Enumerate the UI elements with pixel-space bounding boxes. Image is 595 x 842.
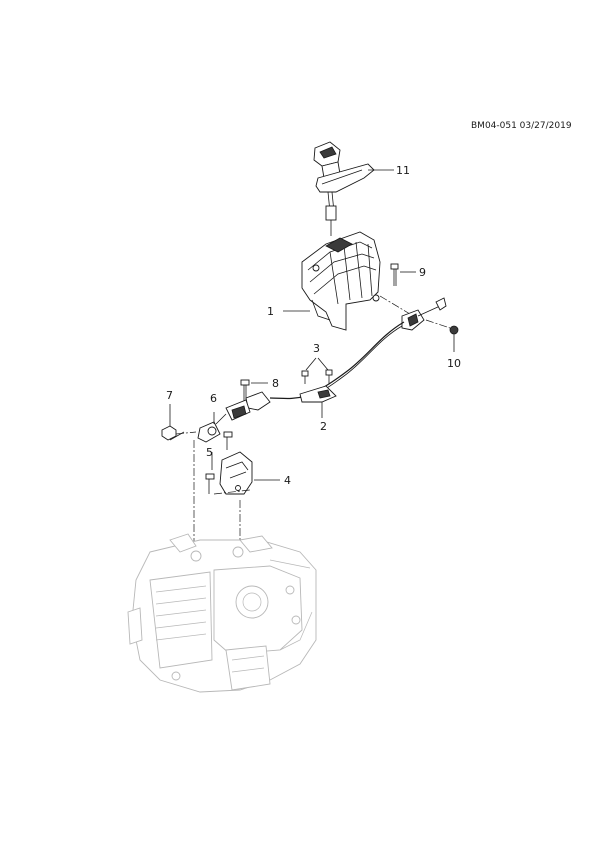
part-1-shifter-housing <box>283 231 411 331</box>
transmission-assembly-ghost <box>127 533 317 693</box>
callout-7: 7 <box>166 389 173 402</box>
part-8-bolt <box>240 379 268 402</box>
callout-2: 2 <box>320 420 327 433</box>
part-7-nut <box>161 404 197 441</box>
part-9-bolt <box>390 263 416 286</box>
part-2-shift-cable <box>269 321 405 418</box>
callout-3: 3 <box>313 342 320 355</box>
callout-1: 1 <box>267 305 274 318</box>
part-5-bolts <box>205 431 233 494</box>
callout-8: 8 <box>272 377 279 390</box>
diagram-reference: BM04-051 03/27/2019 <box>471 121 572 131</box>
part-3-nuts <box>301 357 333 384</box>
callout-9: 9 <box>419 266 426 279</box>
part-6-cable-end-fitting <box>197 391 271 443</box>
part-10-cable-connector <box>401 297 459 352</box>
callout-10: 10 <box>447 357 461 370</box>
callout-11: 11 <box>396 164 410 177</box>
callout-6: 6 <box>210 392 217 405</box>
callout-4: 4 <box>284 474 291 487</box>
callout-labels: 1 2 3 4 5 6 7 8 9 10 11 <box>166 164 461 487</box>
part-11-shift-lever-knob <box>313 141 394 236</box>
part-4-mounting-bracket <box>213 451 280 495</box>
callout-5: 5 <box>206 446 213 459</box>
